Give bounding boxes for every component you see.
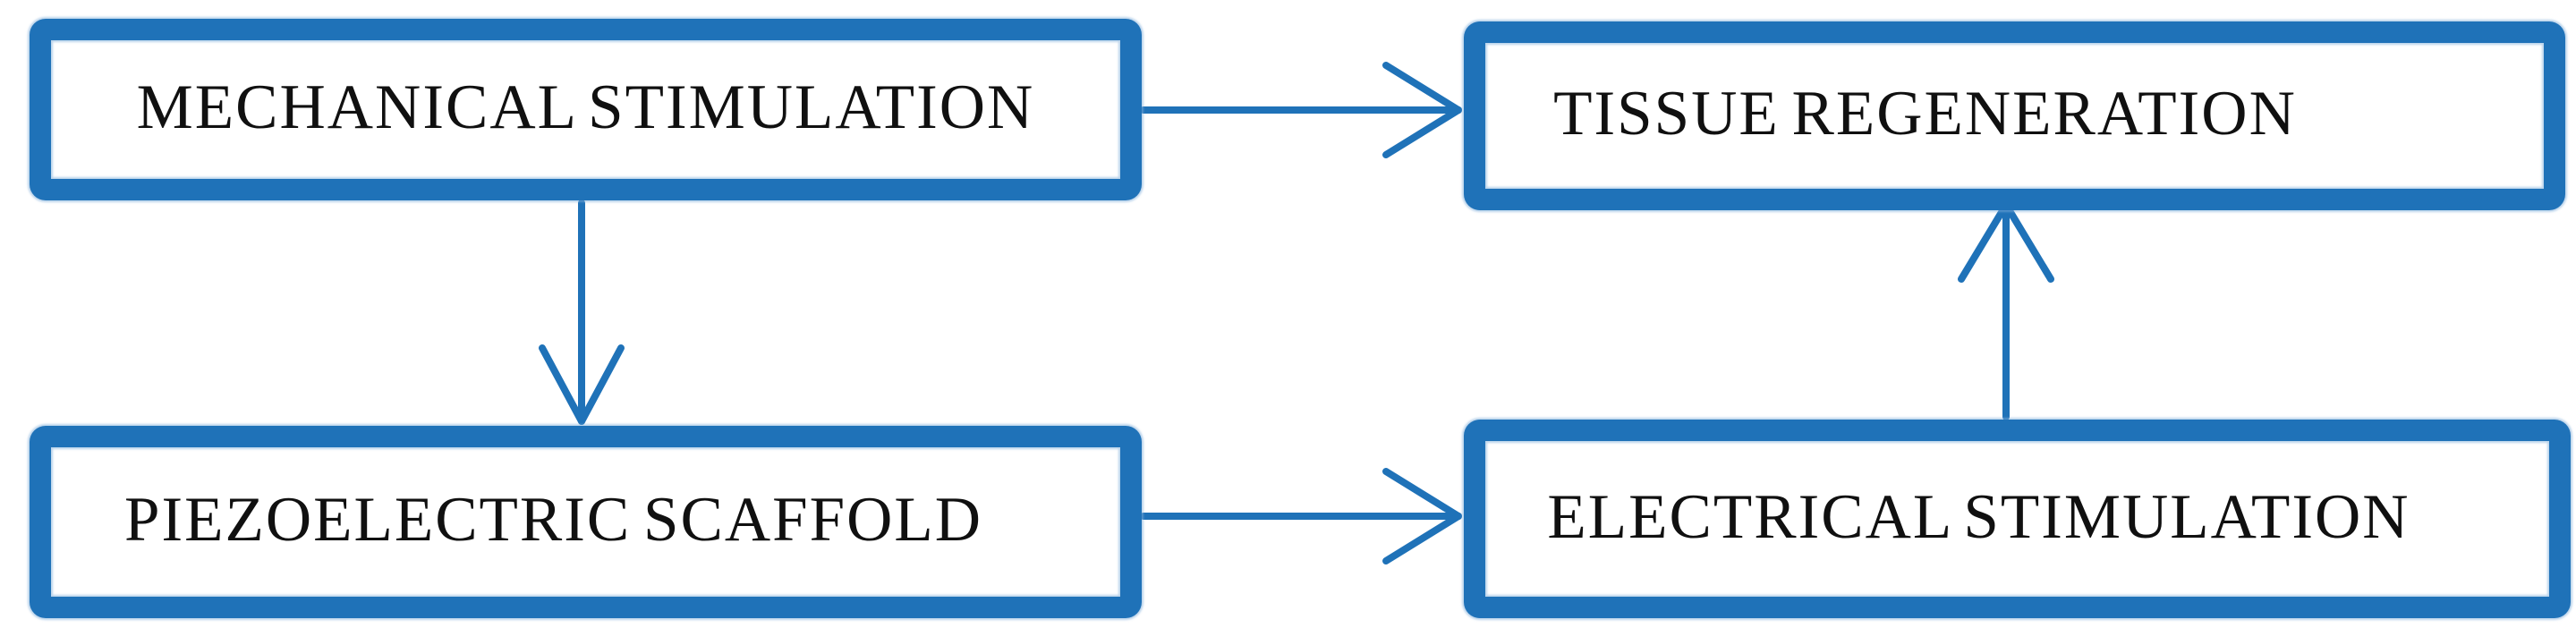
node-electrical-stimulation: ELECTRICAL STIMULATION [1464, 420, 2571, 618]
arrowhead-left-wing [1958, 201, 2010, 283]
arrowhead-lower-wing [1382, 513, 1462, 564]
arrowhead-left-wing [539, 344, 585, 425]
arrow-piezoelectric-to-electrical [1140, 468, 1462, 564]
arrow-electrical-to-tissue [1958, 201, 2054, 420]
arrowhead-upper-wing [1382, 468, 1462, 520]
arrowhead-upper-wing [1382, 62, 1462, 114]
arrow-mechanical-to-tissue [1140, 62, 1462, 158]
node-piezoelectric-scaffold: PIEZOELECTRIC SCAFFOLD [30, 426, 1142, 618]
node-label-mechanical-stimulation: MECHANICAL STIMULATION [136, 72, 1035, 142]
node-label-tissue-regeneration: TISSUE REGENERATION [1553, 79, 2297, 149]
node-tissue-regeneration: TISSUE REGENERATION [1464, 21, 2565, 210]
arrowhead-right-wing [2002, 201, 2054, 283]
arrow-mechanical-to-piezoelectric [539, 199, 625, 425]
node-label-electrical-stimulation: ELECTRICAL STIMULATION [1547, 481, 2410, 552]
node-label-piezoelectric-scaffold: PIEZOELECTRIC SCAFFOLD [123, 485, 983, 555]
node-mechanical-stimulation: MECHANICAL STIMULATION [30, 19, 1142, 200]
arrowhead-lower-wing [1382, 106, 1462, 158]
arrowhead-right-wing [578, 344, 625, 425]
